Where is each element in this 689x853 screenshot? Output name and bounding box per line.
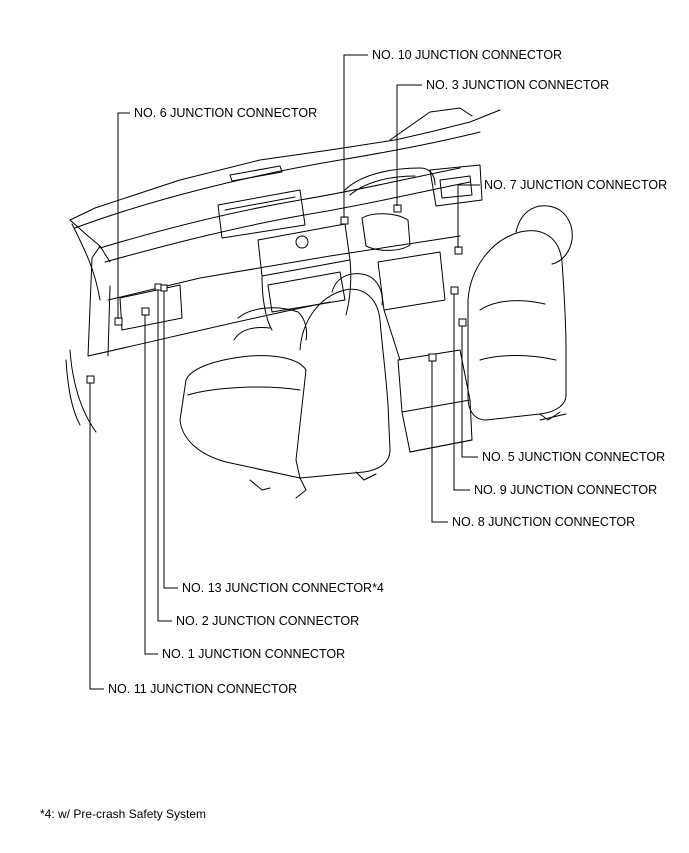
leader-no10: [343, 54, 368, 218]
connector-no1-marker: [141, 307, 150, 316]
label-no6: NO. 6 JUNCTION CONNECTOR: [134, 106, 317, 120]
label-no13: NO. 13 JUNCTION CONNECTOR*4: [182, 581, 384, 595]
connector-no10-marker: [340, 216, 349, 225]
connector-labels: NO. 10 JUNCTION CONNECTOR NO. 3 JUNCTION…: [108, 48, 667, 696]
footnote: *4: w/ Pre-crash Safety System: [40, 807, 206, 821]
leader-no2: [157, 290, 172, 622]
label-no1: NO. 1 JUNCTION CONNECTOR: [162, 647, 345, 661]
label-no10: NO. 10 JUNCTION CONNECTOR: [372, 48, 562, 62]
label-no2: NO. 2 JUNCTION CONNECTOR: [176, 614, 359, 628]
label-no5: NO. 5 JUNCTION CONNECTOR: [482, 450, 665, 464]
label-no8: NO. 8 JUNCTION CONNECTOR: [452, 515, 635, 529]
connector-no9-marker: [450, 286, 459, 295]
connector-no11-marker: [86, 375, 95, 384]
leader-lines: [89, 54, 480, 690]
leader-no6: [117, 112, 130, 319]
leader-no7: [457, 184, 480, 248]
vehicle-interior-drawing: [65, 107, 573, 499]
leader-no13: [163, 291, 178, 589]
label-no11: NO. 11 JUNCTION CONNECTOR: [108, 682, 297, 696]
connector-no13-marker: [160, 284, 168, 292]
label-no9: NO. 9 JUNCTION CONNECTOR: [474, 483, 657, 497]
label-no3: NO. 3 JUNCTION CONNECTOR: [426, 78, 609, 92]
connector-no8-marker: [428, 353, 437, 362]
leader-no11: [89, 383, 104, 690]
leader-no5: [461, 326, 478, 458]
leader-no8: [431, 361, 448, 523]
connector-no6-marker: [114, 317, 123, 326]
label-no7: NO. 7 JUNCTION CONNECTOR: [484, 178, 667, 192]
connector-no3-marker: [393, 204, 402, 213]
leader-no1: [144, 315, 158, 655]
leader-no3: [396, 84, 422, 206]
leader-no9: [453, 294, 470, 491]
connector-no5-marker: [458, 318, 467, 327]
connector-no7-marker: [454, 246, 463, 255]
connector-no2-marker: [154, 283, 162, 291]
